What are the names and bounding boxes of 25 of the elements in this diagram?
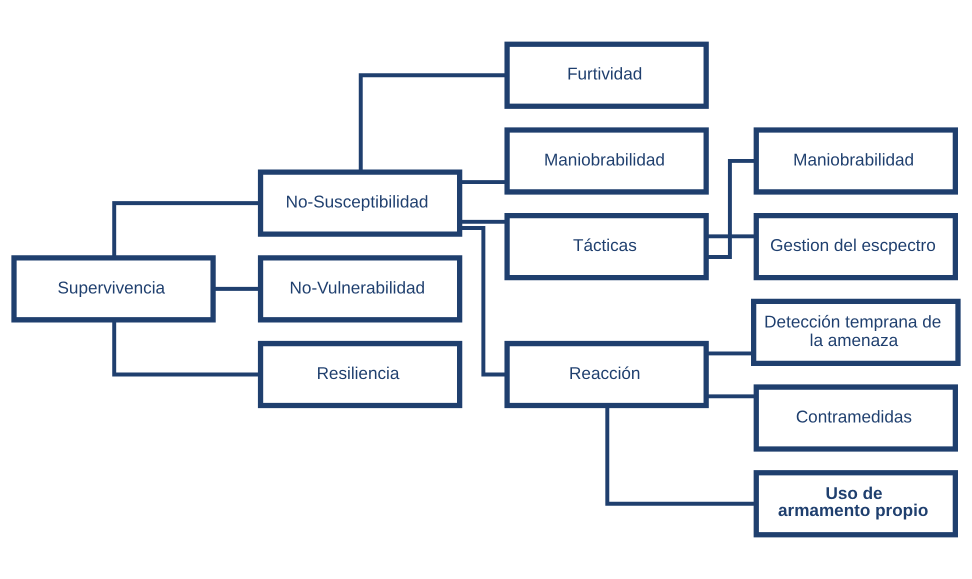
node-box: No-Vulnerabilidad xyxy=(258,255,462,322)
node-box: Uso de armamento propio xyxy=(754,470,958,538)
node-box: Furtividad xyxy=(504,42,709,109)
node-box: No-Susceptibilidad xyxy=(258,170,462,237)
connector xyxy=(460,220,507,224)
connector xyxy=(706,234,756,238)
node-box: Resiliencia xyxy=(258,340,462,408)
node-box: Contramedidas xyxy=(754,384,958,452)
connector xyxy=(112,201,260,258)
node-box: Maniobrabilidad xyxy=(754,127,958,195)
connector xyxy=(460,180,507,184)
connector xyxy=(706,351,754,356)
connector xyxy=(605,406,756,506)
connector xyxy=(706,394,756,398)
node-box: Tácticas xyxy=(504,213,709,280)
node-box: Supervivencia xyxy=(11,255,216,322)
node-box: Detección temprana de la amenaza xyxy=(751,298,961,366)
connector xyxy=(358,73,507,172)
connector xyxy=(706,158,756,259)
node-box: Reacción xyxy=(504,340,709,408)
connector xyxy=(213,286,260,291)
connector xyxy=(112,320,260,377)
node-box: Maniobrabilidad xyxy=(504,127,709,195)
node-box: Gestion del escpectro xyxy=(754,213,958,280)
connector xyxy=(460,226,507,377)
